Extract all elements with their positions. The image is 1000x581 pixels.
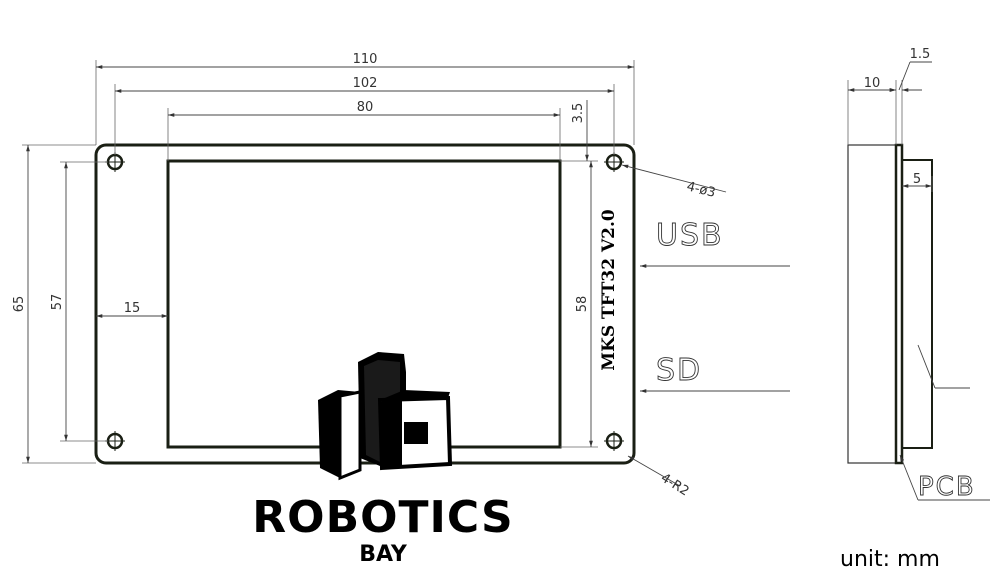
dim-3-5: 3.5 <box>571 103 586 124</box>
dim-15: 15 <box>124 301 141 316</box>
unit-note: unit: mm <box>840 547 940 572</box>
dim-65: 65 <box>12 296 27 313</box>
dim-leader-1-5 <box>898 61 911 91</box>
board-outline <box>94 143 636 465</box>
dim-57: 57 <box>50 294 65 311</box>
corner-leader <box>627 455 681 487</box>
sd-label: SD <box>656 353 702 388</box>
dim-1-5: 1.5 <box>910 47 931 62</box>
dim-110: 110 <box>353 52 378 67</box>
pcb-label: PCB <box>918 472 976 502</box>
brand-name: ROBOTICS <box>252 492 513 543</box>
dim-102: 102 <box>353 76 378 91</box>
side-component <box>901 159 933 449</box>
dim-80: 80 <box>357 100 374 115</box>
front-view: 110 102 80 3.5 65 57 15 58 4-ø3 4-R2 MKS… <box>12 52 790 499</box>
robotics-bay-logo: ROBOTICS BAY <box>252 352 513 567</box>
hole-leader <box>621 164 727 193</box>
side-view: 10 1.5 5 PCB <box>847 47 990 502</box>
dim-58: 58 <box>575 296 590 313</box>
module-name: MKS TFT32 V2.0 <box>599 209 619 371</box>
hole-callout: 4-ø3 <box>685 179 717 201</box>
pcb-leader <box>899 454 919 501</box>
brand-sub: BAY <box>359 542 408 567</box>
dim-10: 10 <box>864 76 881 91</box>
side-body <box>847 144 897 464</box>
corner-callout: 4-R2 <box>658 471 692 500</box>
dim-5: 5 <box>913 172 921 187</box>
usb-label: USB <box>656 218 724 253</box>
mounting-hole <box>604 431 624 451</box>
rb-logo-mark <box>318 352 453 481</box>
